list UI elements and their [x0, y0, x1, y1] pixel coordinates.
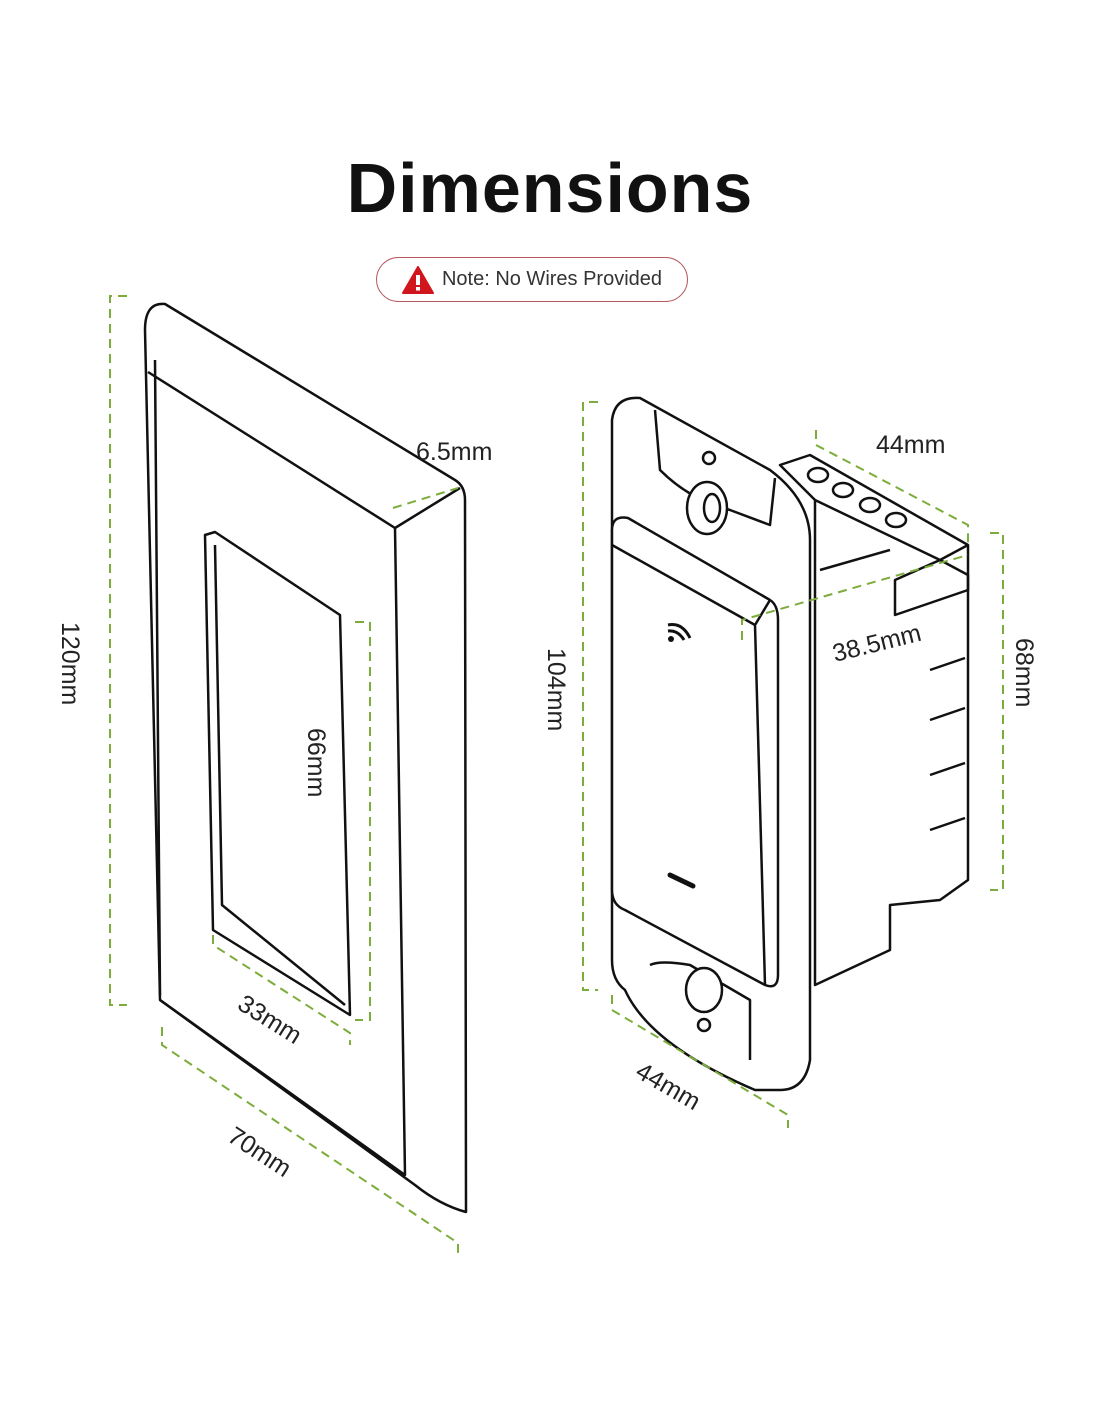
- warning-triangle-icon: [401, 265, 434, 294]
- switch-body-height-label: 68mm: [1010, 638, 1038, 707]
- switch-top-width-label: 44mm: [876, 431, 945, 459]
- page-title: Dimensions: [346, 149, 754, 227]
- screw-terminals: [806, 466, 908, 529]
- smart-switch: [610, 396, 970, 1092]
- note-text: Note: No Wires Provided: [441, 268, 663, 290]
- switch-height-label: 104mm: [542, 648, 570, 731]
- plate-depth-label: 6.5mm: [416, 438, 492, 466]
- led-indicator: [667, 872, 696, 889]
- plate-height-label: 120mm: [56, 622, 84, 705]
- wifi-icon: [667, 623, 692, 642]
- switch-bottom-width-label: 44mm: [631, 1057, 705, 1116]
- wall-plate: [143, 302, 468, 1214]
- plate-width-label: 70mm: [223, 1122, 297, 1183]
- opening-height-label: 66mm: [302, 728, 330, 797]
- note-badge: Note: No Wires Provided: [376, 257, 688, 302]
